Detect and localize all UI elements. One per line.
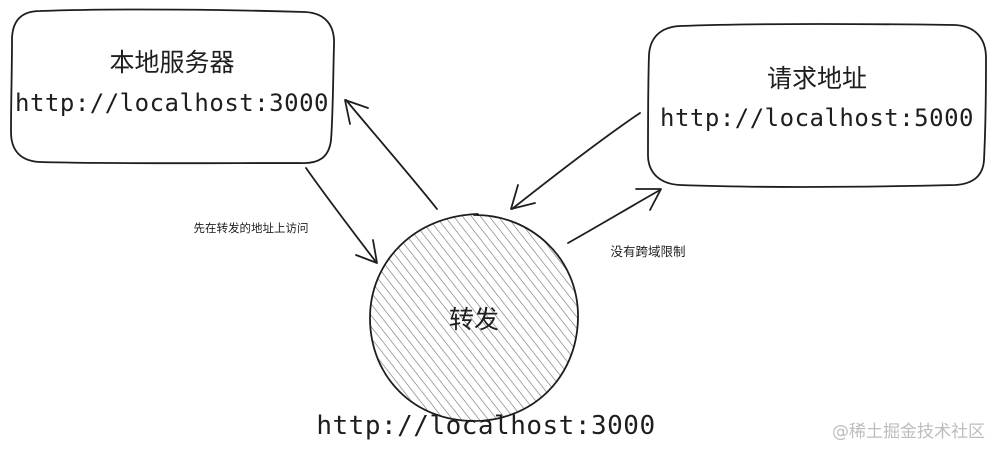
local-server-url: http://localhost:3000 xyxy=(15,89,329,117)
request-address-url: http://localhost:5000 xyxy=(660,104,974,132)
arrow-proxy-to-server xyxy=(344,99,438,210)
local-server-node: 本地服务器 http://localhost:3000 xyxy=(10,8,335,165)
arrow-target-to-proxy xyxy=(510,112,641,210)
edge-label-server-to-proxy: 先在转发的地址上访问 xyxy=(194,221,309,235)
edge-label-proxy-to-target: 没有跨域限制 xyxy=(610,244,685,259)
arrow-proxy-to-target xyxy=(567,188,662,244)
request-address-box xyxy=(647,23,987,188)
proxy-title: 转发 xyxy=(449,305,499,334)
local-server-title: 本地服务器 xyxy=(109,48,234,77)
proxy-circle xyxy=(369,213,579,422)
proxy-node: 转发 xyxy=(369,213,579,422)
proxy-url: http://localhost:3000 xyxy=(316,411,655,441)
proxy-hatch-fill xyxy=(370,215,578,421)
watermark-text: @稀土掘金技术社区 xyxy=(832,422,985,442)
local-server-box xyxy=(10,8,335,165)
request-address-title: 请求地址 xyxy=(767,64,867,93)
arrow-server-to-proxy xyxy=(305,167,378,264)
request-address-node: 请求地址 http://localhost:5000 xyxy=(647,23,987,188)
